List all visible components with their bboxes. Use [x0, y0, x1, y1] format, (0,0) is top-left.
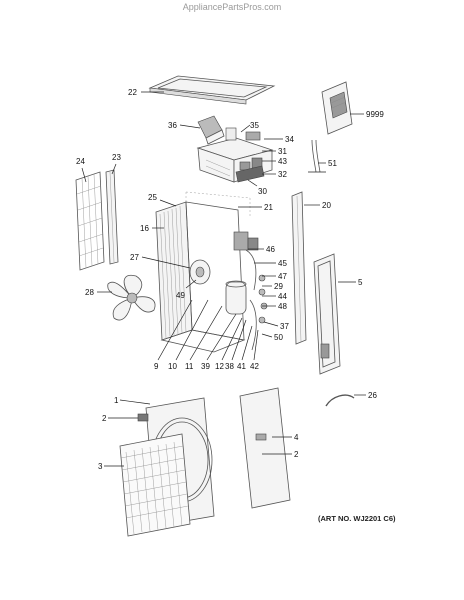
callout-38: 38	[225, 362, 234, 371]
callout-43: 43	[278, 157, 287, 166]
mounting-guide-lines	[185, 191, 251, 218]
callout-25: 25	[148, 193, 157, 202]
callout-2-left: 2	[102, 414, 107, 423]
callout-30: 30	[258, 187, 267, 196]
callout-37: 37	[280, 322, 289, 331]
fan-blade[interactable]	[107, 274, 156, 321]
drain-hose[interactable]	[325, 394, 355, 407]
callout-20: 20	[322, 201, 331, 210]
callout-47: 47	[278, 272, 287, 281]
callout-44: 44	[278, 292, 287, 301]
callout-28: 28	[85, 288, 94, 297]
callout-2-right: 2	[294, 450, 299, 459]
callout-4: 4	[294, 433, 299, 442]
callout-1: 1	[114, 396, 119, 405]
callout-49: 49	[176, 291, 185, 300]
callout-22: 22	[128, 88, 137, 97]
callout-50: 50	[274, 333, 283, 342]
owner-manual-document[interactable]	[321, 81, 353, 135]
fan-motor[interactable]	[189, 259, 211, 285]
callout-46: 46	[266, 245, 275, 254]
callout-9: 9	[154, 362, 159, 371]
callout-labels: 22 9999 36 35 34 31 43 51 32 30 24 23 25…	[76, 88, 384, 471]
callout-41: 41	[237, 362, 246, 371]
control-box-assembly[interactable]	[196, 127, 274, 183]
callout-48: 48	[278, 302, 287, 311]
callout-39: 39	[201, 362, 210, 371]
condenser-coil-and-cabinet[interactable]	[155, 201, 246, 353]
callout-45: 45	[278, 259, 287, 268]
callout-11: 11	[185, 362, 194, 371]
callout-3: 3	[98, 462, 103, 471]
side-panel-strip[interactable]	[291, 191, 307, 345]
bracket-part[interactable]	[197, 115, 225, 145]
panel-handle-left[interactable]	[137, 413, 149, 422]
callout-36: 36	[168, 121, 177, 130]
refrigerant-valves-and-pipes[interactable]	[233, 231, 268, 351]
side-wire-grille[interactable]	[75, 171, 105, 271]
callout-26: 26	[368, 391, 377, 400]
right-side-panel[interactable]	[313, 253, 341, 375]
callout-24: 24	[76, 157, 85, 166]
front-fan-grille[interactable]	[119, 433, 191, 537]
top-cover-panel[interactable]	[148, 75, 276, 105]
callout-29: 29	[274, 282, 283, 291]
callout-10: 10	[168, 362, 177, 371]
right-front-cover[interactable]	[239, 387, 291, 509]
callout-34: 34	[285, 135, 294, 144]
callout-23: 23	[112, 153, 121, 162]
callout-9999: 9999	[366, 110, 384, 119]
compressor[interactable]	[225, 280, 247, 315]
callout-12: 12	[215, 362, 224, 371]
watermark: AppliancePartsPros.com	[182, 2, 282, 12]
callout-5: 5	[358, 278, 363, 287]
callout-27: 27	[130, 253, 139, 262]
callout-32: 32	[278, 170, 287, 179]
callout-35: 35	[250, 121, 259, 130]
callout-21: 21	[264, 203, 273, 212]
callout-42: 42	[250, 362, 259, 371]
side-rail[interactable]	[105, 169, 119, 265]
sensor-wire[interactable]	[308, 139, 326, 173]
callout-51: 51	[328, 159, 337, 168]
callout-16: 16	[140, 224, 149, 233]
callout-31: 31	[278, 147, 287, 156]
art-number: (ART NO. WJ2201 C6)	[318, 514, 396, 523]
leader-lines	[81, 91, 366, 467]
